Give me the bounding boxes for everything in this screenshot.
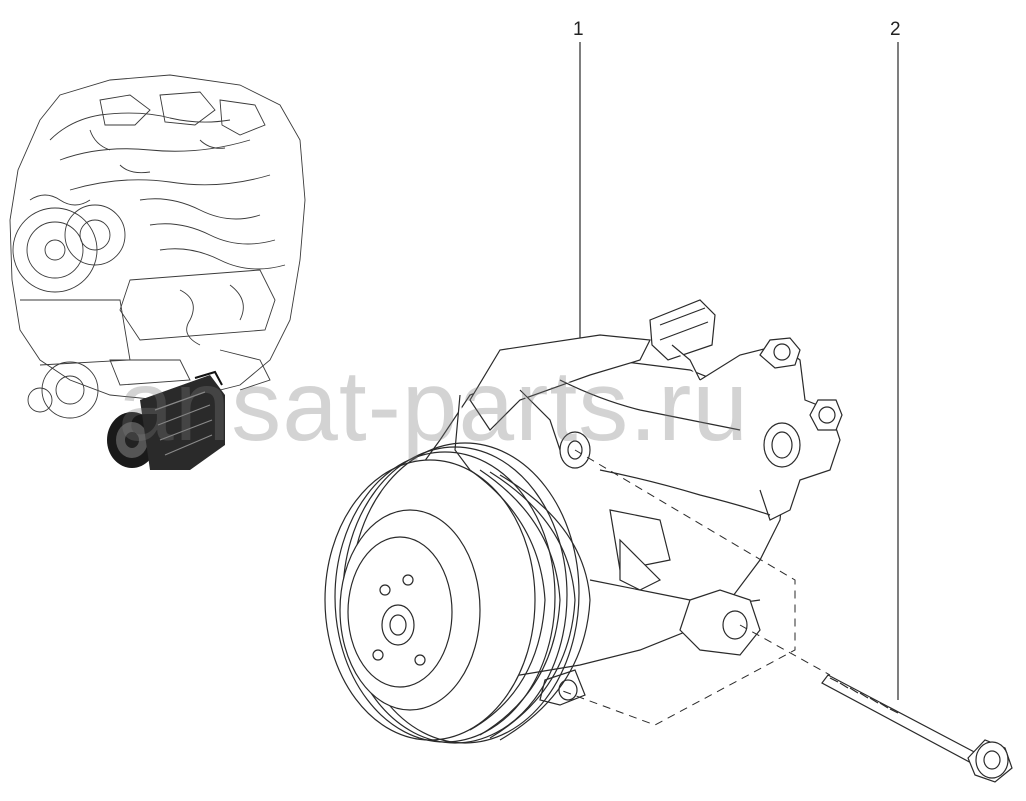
leader-lines [579, 42, 899, 700]
mounting-guides [559, 449, 831, 726]
callout-part-1: 1 [573, 19, 584, 40]
mounting-bolt-icon [821, 674, 1013, 783]
engine-assembly-icon [9, 74, 306, 419]
watermark: ansat-parts.ru [118, 350, 749, 462]
callout-part-2: 2 [890, 19, 901, 40]
ac-compressor-icon [324, 299, 843, 744]
ac-compressor-highlight [107, 370, 225, 470]
